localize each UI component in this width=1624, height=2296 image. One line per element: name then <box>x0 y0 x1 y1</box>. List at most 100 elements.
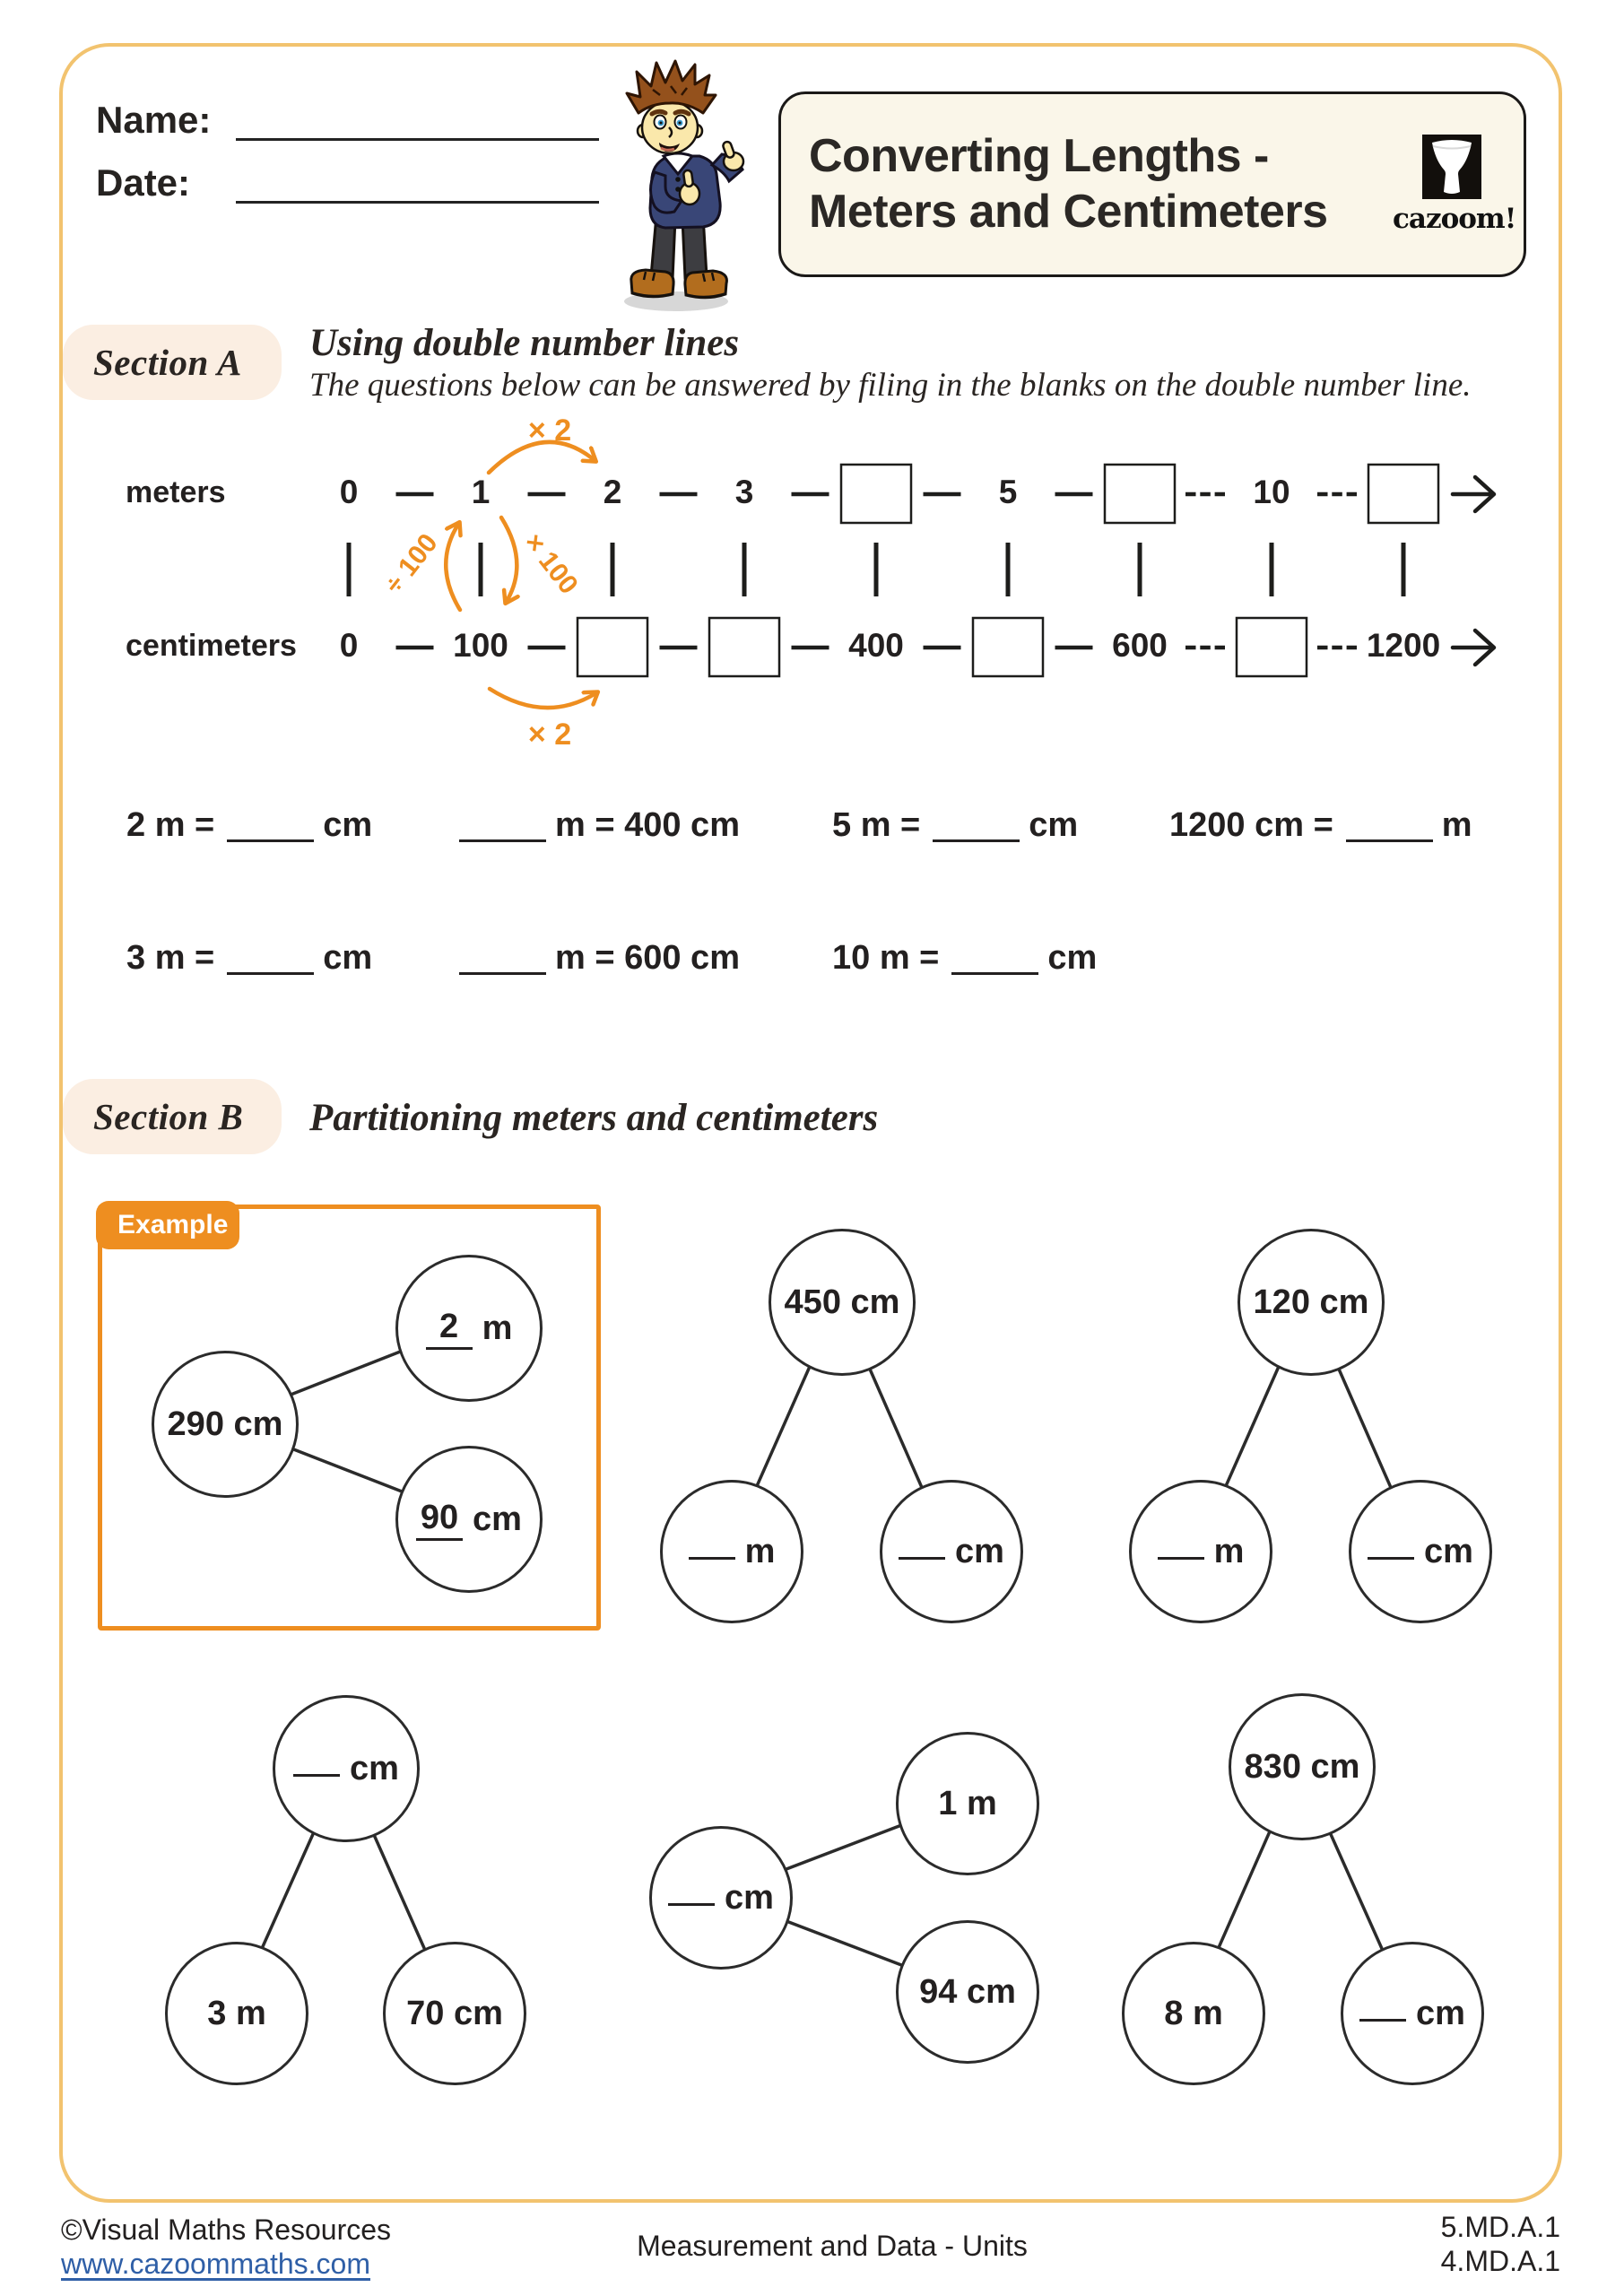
answer-blank[interactable] <box>227 972 315 975</box>
answer-blank[interactable] <box>933 839 1020 842</box>
answer-blank[interactable] <box>1157 1556 1204 1560</box>
part-whole-connector-lines <box>221 1299 1420 2012</box>
number-line-answer-boxes[interactable] <box>576 463 1440 678</box>
mascot-boy <box>619 57 751 324</box>
circle-unit: m <box>482 1309 513 1347</box>
meters-value-2: 2 <box>603 474 622 510</box>
circle-unit: m <box>744 1532 776 1570</box>
circle-unit: cm <box>473 1500 522 1538</box>
d120-whole-circle: 120 cm <box>1238 1229 1385 1376</box>
drum-icon <box>1422 135 1481 199</box>
equation-unit: m <box>1441 806 1472 844</box>
d450-whole-circle: 450 cm <box>769 1229 916 1376</box>
equation-400cm: m = 400 cm <box>459 806 740 849</box>
d830-part2-circle: cm <box>1341 1942 1484 2085</box>
answer-blank[interactable] <box>688 1556 735 1560</box>
circle-answer: 2 <box>425 1308 473 1350</box>
cm-value-1200: 1200 <box>1366 627 1441 664</box>
circle-value: 94 cm <box>919 1972 1016 2011</box>
d120-part2-circle: cm <box>1349 1480 1492 1623</box>
circle-value: 830 cm <box>1244 1747 1360 1786</box>
standards-codes: 5.MD.A.1 4.MD.A.1 <box>1441 2210 1560 2278</box>
page-border-frame <box>59 43 1562 2203</box>
answer-blank[interactable] <box>668 1902 716 1906</box>
copyright-text: ©Visual Maths Resources <box>61 2213 392 2246</box>
standard-2: 4.MD.A.1 <box>1440 2245 1560 2277</box>
cazoom-logo: cazoom! <box>1393 135 1516 235</box>
section-a-pill: Section A <box>63 325 282 400</box>
date-input-line[interactable] <box>236 161 599 204</box>
cm-value-0: 0 <box>339 627 359 664</box>
equation-text: 2 m = <box>126 806 215 844</box>
equation-text: m = 600 cm <box>555 939 740 977</box>
d450-part1-circle: m <box>660 1480 803 1623</box>
equation-5m: 5 m = cm <box>832 806 1078 849</box>
number-line-end-arrows <box>1450 474 1497 667</box>
circle-value: 3 m <box>207 1994 266 2032</box>
answer-blank[interactable] <box>951 972 1039 975</box>
meters-value-0: 0 <box>339 474 359 510</box>
cm-value-400: 400 <box>848 627 904 664</box>
cm-value-600: 600 <box>1112 627 1168 664</box>
section-b-pill: Section B <box>63 1079 282 1154</box>
circle-value: 450 cm <box>784 1283 900 1321</box>
d830-part1-circle: 8 m <box>1122 1942 1265 2085</box>
d370-part2-circle: 70 cm <box>383 1942 526 2085</box>
example-whole-circle: 290 cm <box>152 1351 299 1498</box>
date-label: Date: <box>96 161 191 204</box>
equation-unit: cm <box>1047 939 1098 977</box>
answer-blank[interactable] <box>1368 1556 1415 1560</box>
equation-1200cm: 1200 cm = m <box>1169 806 1472 849</box>
title-line-2: Meters and Centimeters <box>809 186 1328 238</box>
meters-row-label: meters <box>126 475 226 509</box>
equation-10m: 10 m = cm <box>832 939 1097 982</box>
equation-text: 10 m = <box>832 939 940 977</box>
name-input-line[interactable] <box>236 99 599 141</box>
title-line-1: Converting Lengths - <box>809 130 1269 182</box>
d370-whole-circle: cm <box>273 1695 420 1842</box>
circle-value: 290 cm <box>167 1405 283 1443</box>
equation-unit: cm <box>323 806 373 844</box>
equation-text: 3 m = <box>126 939 215 977</box>
section-a-subheading: The questions below can be answered by f… <box>309 367 1472 404</box>
answer-blank[interactable] <box>899 1556 946 1560</box>
d370-part1-circle: 3 m <box>165 1942 308 2085</box>
equation-3m: 3 m = cm <box>126 939 372 982</box>
logo-wordmark: cazoom! <box>1393 203 1516 235</box>
d194-whole-circle: cm <box>649 1826 793 1970</box>
meters-value-10: 10 <box>1253 474 1290 510</box>
circle-value: 70 cm <box>406 1994 503 2032</box>
circle-value: 120 cm <box>1253 1283 1369 1321</box>
example-tab-label: Example <box>117 1210 229 1239</box>
website-link[interactable]: www.cazoommaths.com <box>61 2248 370 2280</box>
example-tab: Example <box>96 1201 239 1249</box>
meters-value-1: 1 <box>471 474 491 510</box>
circle-unit: m <box>1213 1532 1245 1570</box>
section-b-heading: Partitioning meters and centimeters <box>309 1097 879 1139</box>
answer-blank[interactable] <box>227 839 315 842</box>
answer-blank[interactable] <box>459 839 546 842</box>
answer-blank[interactable] <box>1359 2018 1407 2022</box>
d194-part2-circle: 94 cm <box>896 1920 1039 2064</box>
answer-blank[interactable] <box>1345 839 1433 842</box>
name-label: Name: <box>96 99 212 141</box>
circle-value: 8 m <box>1164 1994 1223 2032</box>
answer-blank[interactable] <box>293 1773 341 1777</box>
circle-answer: 90 <box>416 1499 464 1541</box>
example-box <box>98 1205 601 1631</box>
cm-value-100: 100 <box>453 627 508 664</box>
circle-unit: cm <box>350 1749 399 1787</box>
footer-topic-text: Measurement and Data - Units <box>637 2230 1028 2262</box>
d194-part1-circle: 1 m <box>896 1732 1039 1875</box>
worksheet-title: Converting Lengths - Meters and Centimet… <box>809 128 1437 239</box>
equation-600cm: m = 600 cm <box>459 939 740 982</box>
number-line-ticks <box>346 543 1406 596</box>
circle-unit: cm <box>725 1878 774 1917</box>
equation-unit: cm <box>1029 806 1079 844</box>
circle-unit: cm <box>1424 1532 1473 1570</box>
answer-blank[interactable] <box>459 972 546 975</box>
equation-text: m = 400 cm <box>555 806 740 844</box>
